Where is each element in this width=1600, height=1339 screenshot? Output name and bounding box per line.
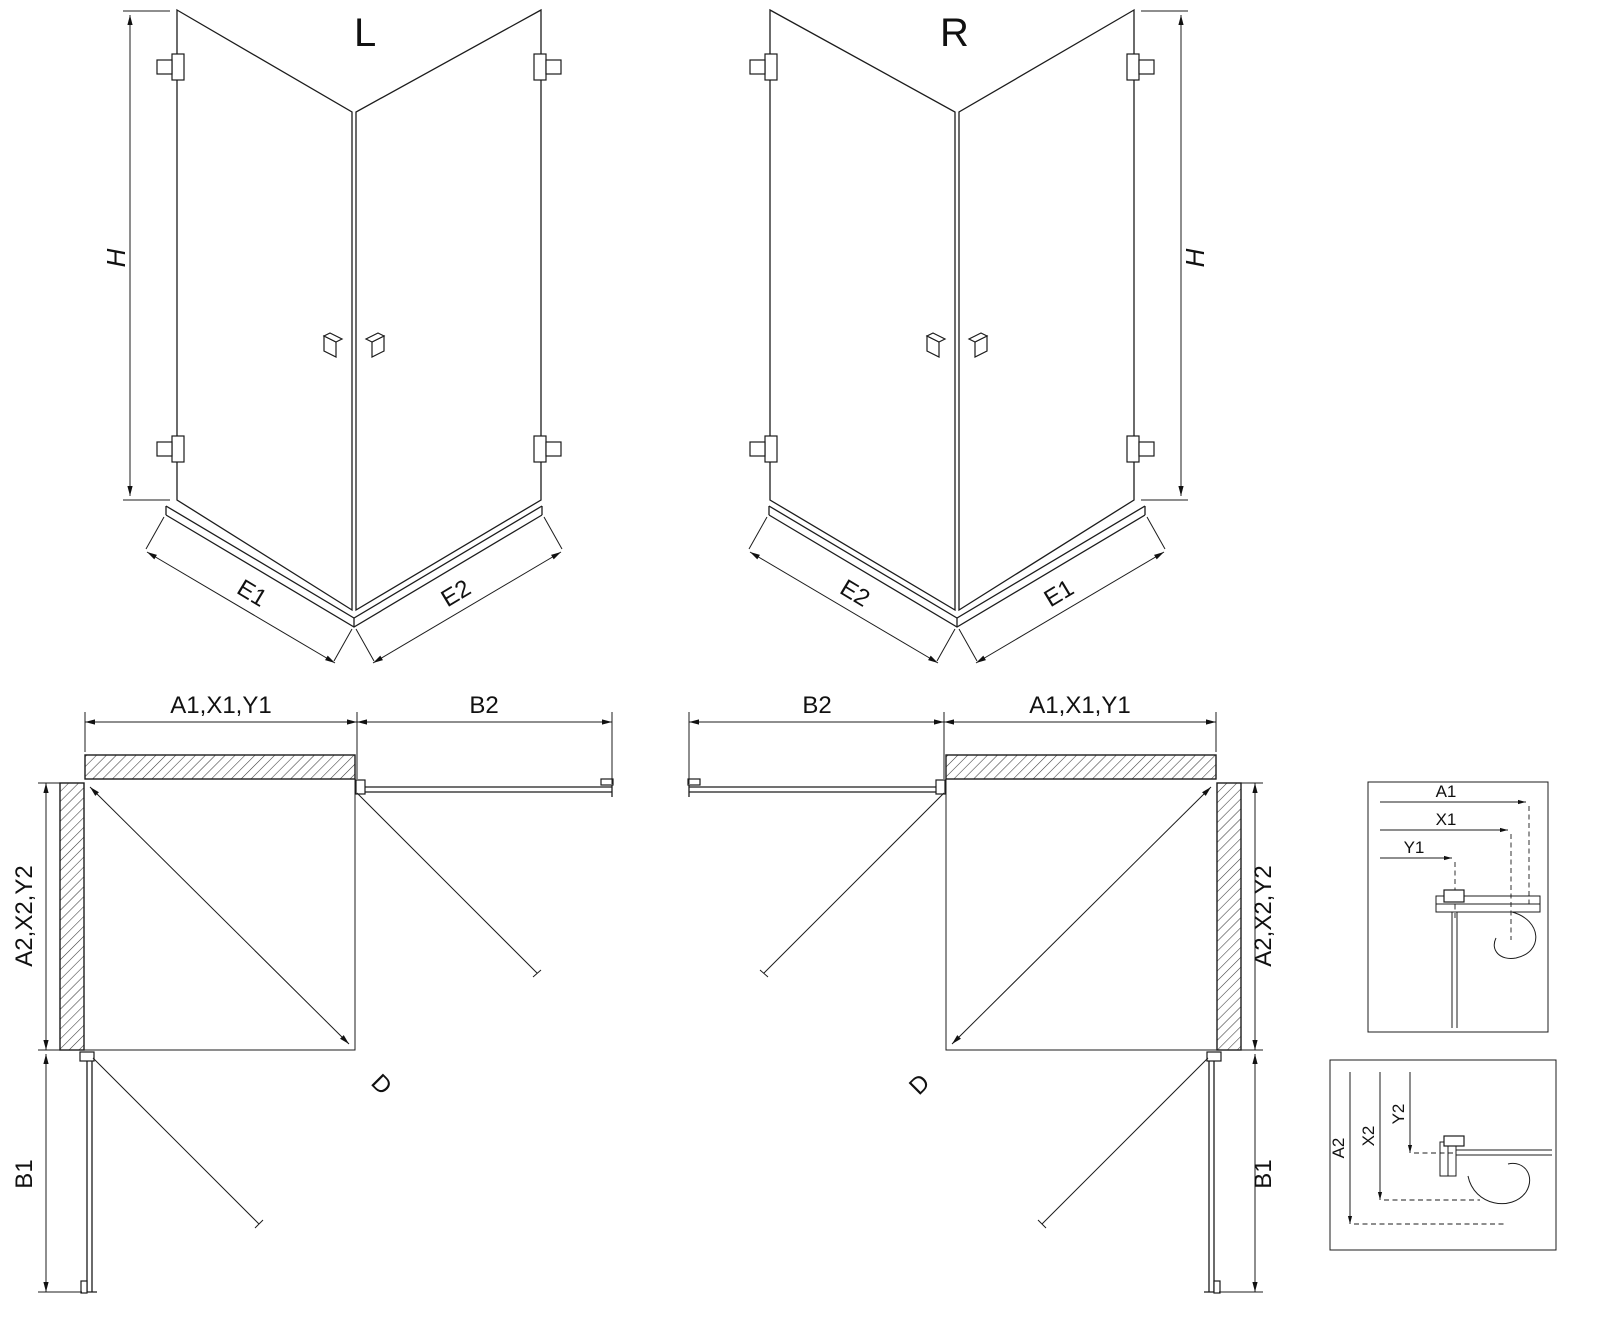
dim-side-door-label: B1 xyxy=(1250,1159,1277,1188)
dim-e2-label: E2 xyxy=(437,574,476,612)
plan-view-left: D A1,X1,Y1 B2 A2,X2,Y2 B1 xyxy=(11,692,614,1294)
door-top-open xyxy=(687,778,946,978)
hinge-bottom-left xyxy=(749,435,778,463)
dim-height-left: H xyxy=(101,10,170,501)
perspective-view-right: R H E2 E1 xyxy=(748,8,1210,664)
dim-top-wall-label: A1,X1,Y1 xyxy=(1029,692,1130,719)
profile-cross-section xyxy=(1439,1135,1552,1205)
tray-outline xyxy=(945,779,1217,1051)
dim-e1-label: E1 xyxy=(1040,574,1079,612)
door-handles xyxy=(925,332,989,358)
dim-side-wall: A2,X2,Y2 xyxy=(11,782,84,1051)
dim-height-label: H xyxy=(101,248,131,267)
wall-hatch-top xyxy=(945,754,1217,780)
wall-hatch-side xyxy=(59,782,85,1051)
hinge-top-left xyxy=(156,53,185,81)
glass-door-right xyxy=(958,8,1135,612)
glass-door-left xyxy=(769,8,956,612)
variant-label-right: R xyxy=(940,11,969,55)
dim-height-right: H xyxy=(1141,10,1210,501)
tray-outline xyxy=(84,779,356,1051)
hinge-bottom-left xyxy=(156,435,185,463)
door-side-open xyxy=(79,1051,264,1294)
hinge-bottom-right xyxy=(533,435,562,463)
detail-section-top: A1 X1 Y1 xyxy=(1367,781,1549,1033)
perspective-view-left: L H E1 E2 xyxy=(101,8,563,664)
door-handles xyxy=(322,332,386,358)
dim-diagonal-label: D xyxy=(904,1069,935,1100)
detail-frame xyxy=(1329,1059,1557,1251)
dim-y2: Y2 xyxy=(1389,1072,1413,1153)
profile-cross-section xyxy=(1435,889,1541,1028)
dim-a1: A1 xyxy=(1380,782,1526,805)
dim-side-door: B1 xyxy=(1219,1054,1277,1293)
dim-top-wall-label: A1,X1,Y1 xyxy=(170,692,271,719)
hinge-top-right xyxy=(533,53,562,81)
hinge-top-left xyxy=(749,53,778,81)
dim-diagonal-label: D xyxy=(366,1069,397,1100)
dim-x2-label: X2 xyxy=(1359,1126,1378,1147)
dim-top-door-label: B2 xyxy=(802,692,831,719)
dim-diagonal: D xyxy=(89,786,397,1100)
hinge-bottom-right xyxy=(1126,435,1155,463)
door-top-open xyxy=(355,778,614,978)
wall-hatch-side xyxy=(1216,782,1242,1051)
plan-view-right: D B2 A1,X1,Y1 A2,X2,Y2 B1 xyxy=(687,692,1277,1294)
dim-e1-label: E1 xyxy=(232,574,271,612)
dim-top-door: B2 xyxy=(357,692,612,725)
door-side-open xyxy=(1037,1051,1222,1294)
hinge-top-right xyxy=(1126,53,1155,81)
dim-side-door-label: B1 xyxy=(11,1159,38,1188)
dim-y1: Y1 xyxy=(1380,838,1452,861)
variant-label-left: L xyxy=(354,11,376,55)
dim-side-wall: A2,X2,Y2 xyxy=(1217,782,1277,1051)
dim-y1-label: Y1 xyxy=(1404,838,1425,857)
dim-a1-label: A1 xyxy=(1436,782,1457,801)
detail-frame xyxy=(1367,781,1549,1033)
dim-x1-label: X1 xyxy=(1436,810,1457,829)
glass-door-right xyxy=(355,8,542,612)
dim-y2-label: Y2 xyxy=(1389,1104,1408,1125)
dim-side-door: B1 xyxy=(11,1054,82,1293)
dim-e2-label: E2 xyxy=(835,574,874,612)
dim-diagonal: D xyxy=(904,786,1212,1100)
dim-a2-label: A2 xyxy=(1329,1138,1348,1159)
dim-height-label: H xyxy=(1180,248,1210,267)
dim-e2-left: E2 xyxy=(355,516,563,664)
detail-section-bottom: A2 X2 Y2 xyxy=(1329,1059,1557,1251)
dim-side-wall-label: A2,X2,Y2 xyxy=(11,865,38,966)
dim-a2: A2 xyxy=(1329,1072,1353,1224)
dim-x2: X2 xyxy=(1359,1072,1383,1200)
dim-side-wall-label: A2,X2,Y2 xyxy=(1250,865,1277,966)
dim-x1: X1 xyxy=(1380,810,1508,833)
wall-hatch-top xyxy=(84,754,356,780)
dim-top-door: B2 xyxy=(688,692,945,784)
glass-door-left xyxy=(176,8,353,612)
dim-top-wall: A1,X1,Y1 xyxy=(944,692,1217,752)
dim-top-door-label: B2 xyxy=(469,692,498,719)
